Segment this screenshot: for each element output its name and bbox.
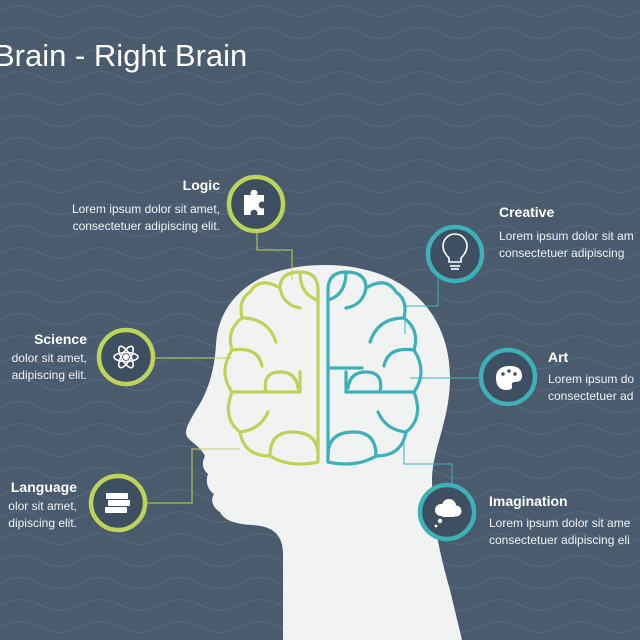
label-science: Science dolor sit amet, adipiscing elit. <box>12 331 87 384</box>
label-science-line2: adipiscing elit. <box>11 368 87 382</box>
books-icon <box>105 493 130 513</box>
lightbulb-icon <box>442 233 468 270</box>
creative-icon-circle <box>425 224 485 284</box>
label-language-line1: olor sit amet, <box>8 499 77 513</box>
label-language-line2: dipiscing elit. <box>8 516 77 530</box>
label-creative: Creative Lorem ipsum dolor sit am consec… <box>499 204 634 262</box>
left-brain-hemisphere <box>223 270 320 466</box>
label-creative-line2: consectetuer adipiscing <box>499 246 625 260</box>
label-imagination-heading: Imagination <box>489 493 568 509</box>
label-language: Language olor sit amet, dipiscing elit. <box>8 479 77 532</box>
thought-cloud-icon <box>434 499 462 528</box>
label-logic-line1: Lorem ipsum dolor sit amet, <box>71 202 220 216</box>
label-creative-line1: Lorem ipsum dolor sit am <box>499 229 634 243</box>
label-art-heading: Art <box>548 349 569 365</box>
label-science-heading: Science <box>34 331 87 347</box>
science-icon-circle <box>96 327 156 387</box>
imagination-icon-circle <box>417 482 477 542</box>
head-silhouette <box>185 265 462 640</box>
palette-icon <box>496 366 522 390</box>
puzzle-icon <box>244 189 264 215</box>
label-language-heading: Language <box>10 479 77 495</box>
logic-icon-circle <box>226 174 286 234</box>
label-creative-heading: Creative <box>499 204 555 220</box>
label-imagination-line2: consectetuer adipiscing eli <box>489 533 630 547</box>
label-science-line1: dolor sit amet, <box>11 351 87 365</box>
label-imagination-line1: Lorem ipsum dolor sit ame <box>489 516 631 530</box>
label-art-line1: Lorem ipsum do <box>548 372 635 386</box>
right-brain-hemisphere <box>326 270 423 466</box>
label-art: Art Lorem ipsum do consectetuer ad <box>548 349 634 405</box>
label-imagination: Imagination Lorem ipsum dolor sit ame co… <box>489 493 630 549</box>
atom-icon <box>113 345 139 369</box>
slide-title: Brain - Right Brain <box>0 38 248 73</box>
language-icon-circle <box>88 473 148 533</box>
label-logic-line2: consectetuer adipiscing elit. <box>72 219 220 233</box>
label-logic: Logic Lorem ipsum dolor sit amet, consec… <box>72 177 220 235</box>
label-art-line2: consectetuer ad <box>548 389 634 403</box>
label-logic-heading: Logic <box>182 177 220 193</box>
art-icon-circle <box>478 347 538 407</box>
